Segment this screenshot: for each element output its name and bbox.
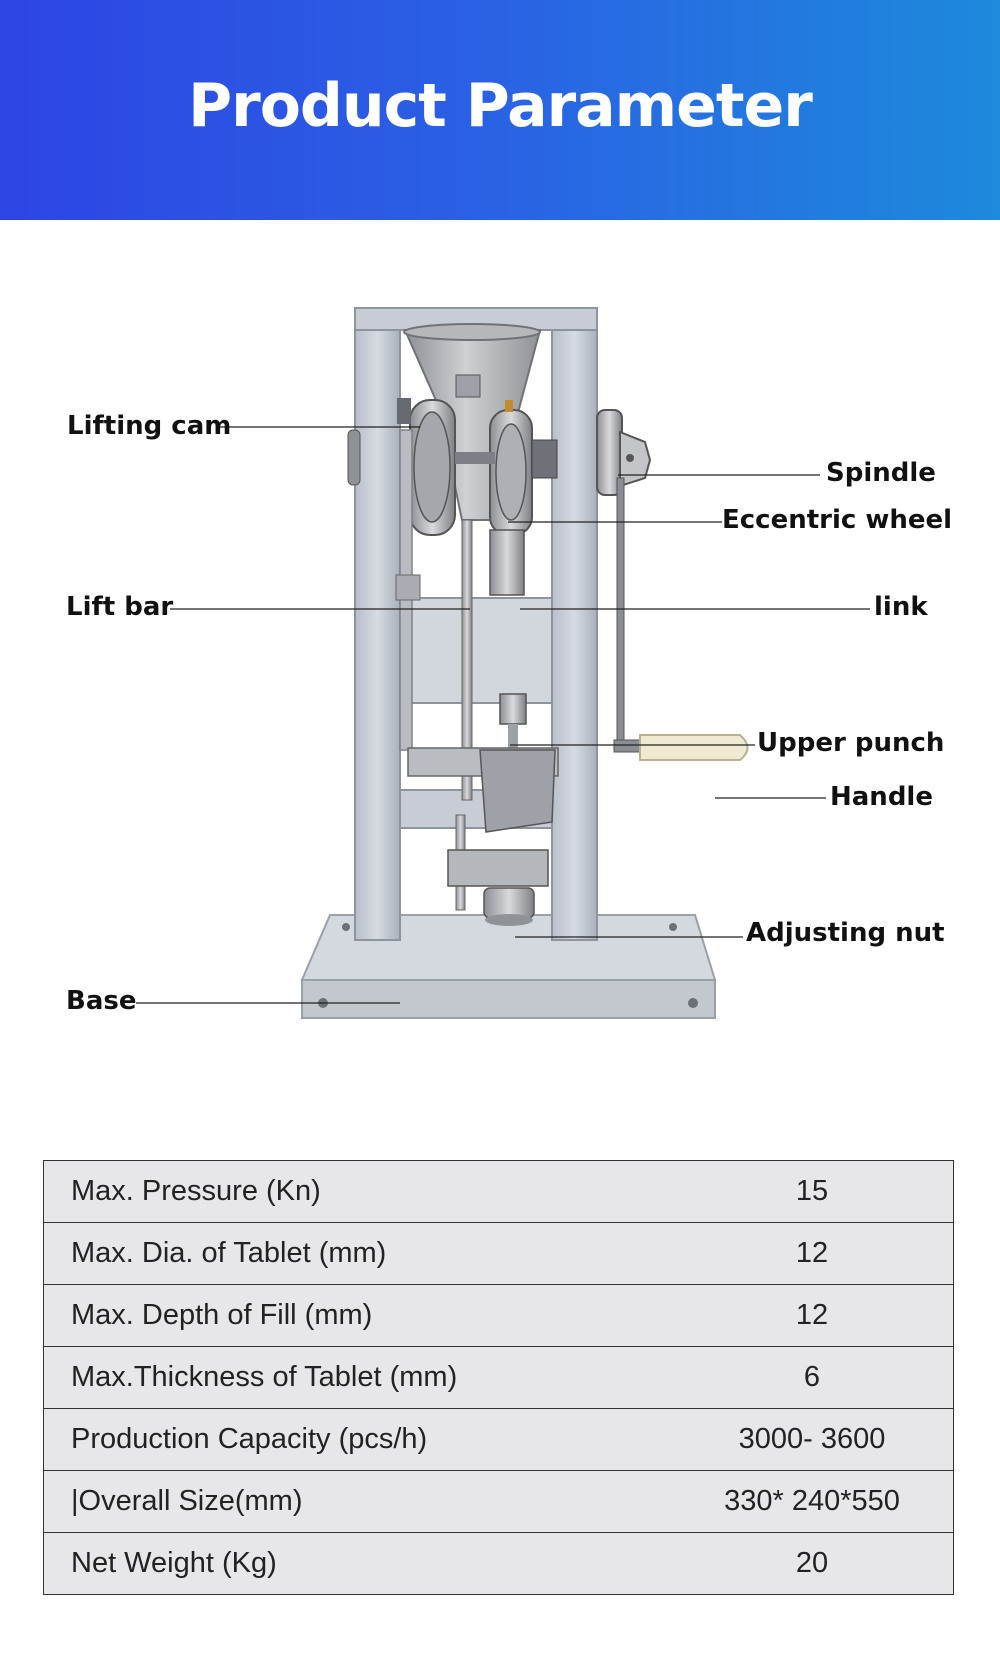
hopper — [403, 323, 542, 521]
spec-value: 6 — [671, 1346, 954, 1409]
die-table — [407, 747, 559, 833]
spec-value: 12 — [671, 1284, 954, 1347]
callout-upper-punch: Upper punch — [757, 728, 945, 758]
upper-punch — [499, 693, 527, 749]
base-plate — [300, 914, 717, 1019]
table-row: Production Capacity (pcs/h) 3000- 3600 — [43, 1408, 954, 1471]
table-row: |Overall Size(mm) 330* 240*550 — [43, 1470, 954, 1533]
spec-table: Max. Pressure (Kn) 15 Max. Dia. of Table… — [43, 1160, 954, 1595]
callout-adjusting-nut: Adjusting nut — [746, 918, 945, 948]
callout-spindle: Spindle — [826, 458, 936, 488]
spec-label: |Overall Size(mm) — [43, 1470, 671, 1533]
spec-value: 330* 240*550 — [671, 1470, 954, 1533]
leader-lines — [136, 426, 870, 1004]
main-shaft — [455, 452, 495, 464]
callout-lift-bar: Lift bar — [66, 592, 174, 622]
spec-value: 12 — [671, 1222, 954, 1285]
table-row: Max. Pressure (Kn) 15 — [44, 1161, 954, 1223]
machine-frame — [354, 307, 598, 941]
spec-label: Max. Dia. of Tablet (mm) — [43, 1222, 671, 1285]
header-banner: Product Parameter — [0, 0, 1000, 220]
machine-diagram: Lifting cam Spindle Eccentric wheel Lift… — [0, 220, 1000, 1120]
spec-label: Max.Thickness of Tablet (mm) — [43, 1346, 671, 1409]
callout-lifting-cam: Lifting cam — [67, 411, 232, 441]
spindle — [596, 409, 652, 496]
lift-bar — [395, 429, 421, 751]
page-title: Product Parameter — [188, 71, 813, 141]
table-row: Max. Depth of Fill (mm) 12 — [43, 1284, 954, 1347]
crank-handle — [613, 477, 749, 761]
spec-label: Max. Pressure (Kn) — [71, 1175, 321, 1207]
tablet-press-illustration — [136, 307, 870, 1019]
eccentric-wheel — [489, 400, 558, 536]
spec-value: 3000- 3600 — [671, 1408, 954, 1471]
adjusting-nut — [447, 814, 549, 926]
table-row: Max.Thickness of Tablet (mm) 6 — [43, 1346, 954, 1409]
lifting-cam — [397, 374, 481, 536]
spec-value: 15 — [795, 1175, 829, 1207]
link — [461, 519, 525, 801]
side-disc — [347, 429, 361, 486]
callout-base: Base — [66, 986, 137, 1016]
spec-label: Max. Depth of Fill (mm) — [43, 1284, 671, 1347]
callout-handle: Handle — [830, 782, 933, 812]
table-row: Max. Dia. of Tablet (mm) 12 — [43, 1222, 954, 1285]
callout-eccentric-wheel: Eccentric wheel — [722, 505, 953, 535]
spec-label: Production Capacity (pcs/h) — [43, 1408, 671, 1471]
table-row: Net Weight (Kg) 20 — [43, 1532, 954, 1595]
spec-label: Net Weight (Kg) — [43, 1532, 671, 1595]
spec-value: 20 — [671, 1532, 954, 1595]
callout-link: link — [874, 592, 928, 622]
